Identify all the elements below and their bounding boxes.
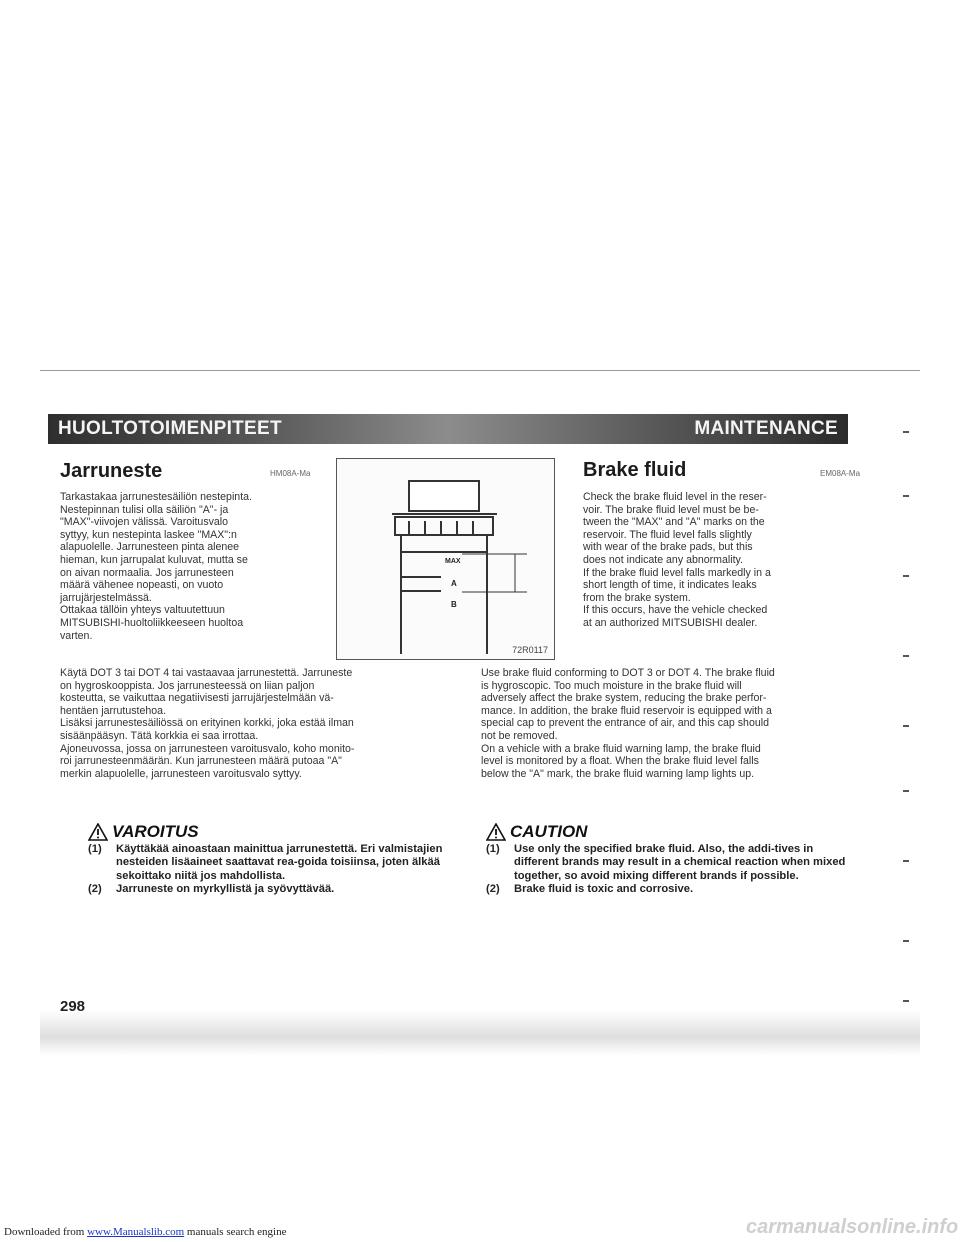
brake-reservoir-figure: MAX A B 72R0117 bbox=[336, 458, 555, 660]
fi-warning-heading: VAROITUS bbox=[88, 822, 199, 842]
fi-warning-item-text: Jarruneste on myrkyllistä ja syövyttävää… bbox=[116, 883, 335, 896]
edge-mark bbox=[903, 655, 909, 657]
download-footer: Downloaded from www.Manualslib.com manua… bbox=[4, 1226, 286, 1238]
edge-mark bbox=[903, 790, 909, 792]
en-section-code: EM08A-Ma bbox=[820, 469, 861, 478]
footer-suffix: manuals search engine bbox=[184, 1226, 287, 1238]
edge-mark bbox=[903, 860, 909, 862]
en-caution-title: CAUTION bbox=[510, 822, 588, 841]
en-caution-item-text: Use only the specified brake fluid. Also… bbox=[514, 843, 846, 882]
fi-section-title: Jarruneste bbox=[60, 460, 163, 482]
en-caution-item-text: Brake fluid is toxic and corrosive. bbox=[514, 883, 694, 896]
figure-caption: 72R0117 bbox=[512, 645, 548, 655]
fi-paragraph-1: Tarkastakaa jarrunestesäiliön nestepinta… bbox=[60, 491, 252, 642]
en-paragraph-1: Check the brake fluid level in the reser… bbox=[583, 491, 771, 629]
manualslib-link[interactable]: www.Manualslib.com bbox=[87, 1226, 185, 1238]
en-caution-item-number: (2) bbox=[486, 883, 500, 896]
fi-warning-item: (2) Jarruneste on myrkyllistä ja syövytt… bbox=[88, 883, 448, 896]
top-rule bbox=[40, 370, 920, 371]
fi-warning-list: (1) Käyttäkää ainoastaan mainittua jarru… bbox=[88, 843, 448, 897]
warning-triangle-icon bbox=[88, 823, 108, 841]
max-mark-label: MAX bbox=[445, 558, 461, 565]
fi-warning-item-number: (2) bbox=[88, 883, 102, 896]
fi-warning-title: VAROITUS bbox=[112, 822, 199, 841]
edge-mark bbox=[903, 495, 909, 497]
footer-prefix: Downloaded from bbox=[4, 1226, 88, 1238]
en-caution-item-number: (1) bbox=[486, 843, 500, 855]
edge-mark bbox=[903, 725, 909, 727]
en-caution-heading: CAUTION bbox=[486, 822, 587, 842]
caution-triangle-icon bbox=[486, 823, 506, 841]
reservoir-diagram bbox=[392, 480, 527, 654]
en-section-title: Brake fluid bbox=[583, 459, 687, 481]
section-banner: HUOLTOTOIMENPITEET MAINTENANCE bbox=[48, 414, 848, 444]
edge-mark bbox=[903, 1000, 909, 1002]
a-mark-label: A bbox=[451, 579, 457, 588]
b-mark-label: B bbox=[451, 600, 457, 609]
fi-warning-item-number: (1) bbox=[88, 843, 102, 855]
edge-mark bbox=[903, 940, 909, 942]
en-paragraph-2: Use brake fluid conforming to DOT 3 or D… bbox=[481, 667, 775, 780]
scan-shading bbox=[40, 1010, 920, 1055]
edge-mark bbox=[903, 431, 909, 433]
en-caution-list: (1) Use only the specified brake fluid. … bbox=[486, 843, 846, 897]
fi-paragraph-2: Käytä DOT 3 tai DOT 4 tai vastaavaa jarr… bbox=[60, 667, 355, 780]
page-number: 298 bbox=[60, 998, 86, 1015]
banner-title-finnish: HUOLTOTOIMENPITEET bbox=[58, 418, 282, 439]
fi-section-code: HM08A-Ma bbox=[270, 469, 311, 478]
fi-warning-item: (1) Käyttäkää ainoastaan mainittua jarru… bbox=[88, 843, 448, 883]
en-caution-item: (1) Use only the specified brake fluid. … bbox=[486, 843, 846, 883]
banner-title-english: MAINTENANCE bbox=[694, 418, 838, 439]
edge-mark bbox=[903, 575, 909, 577]
en-caution-item: (2) Brake fluid is toxic and corrosive. bbox=[486, 883, 846, 896]
watermark: carmanualsonline.info bbox=[746, 1216, 959, 1238]
fi-warning-item-text: Käyttäkää ainoastaan mainittua jarrunest… bbox=[116, 843, 443, 882]
